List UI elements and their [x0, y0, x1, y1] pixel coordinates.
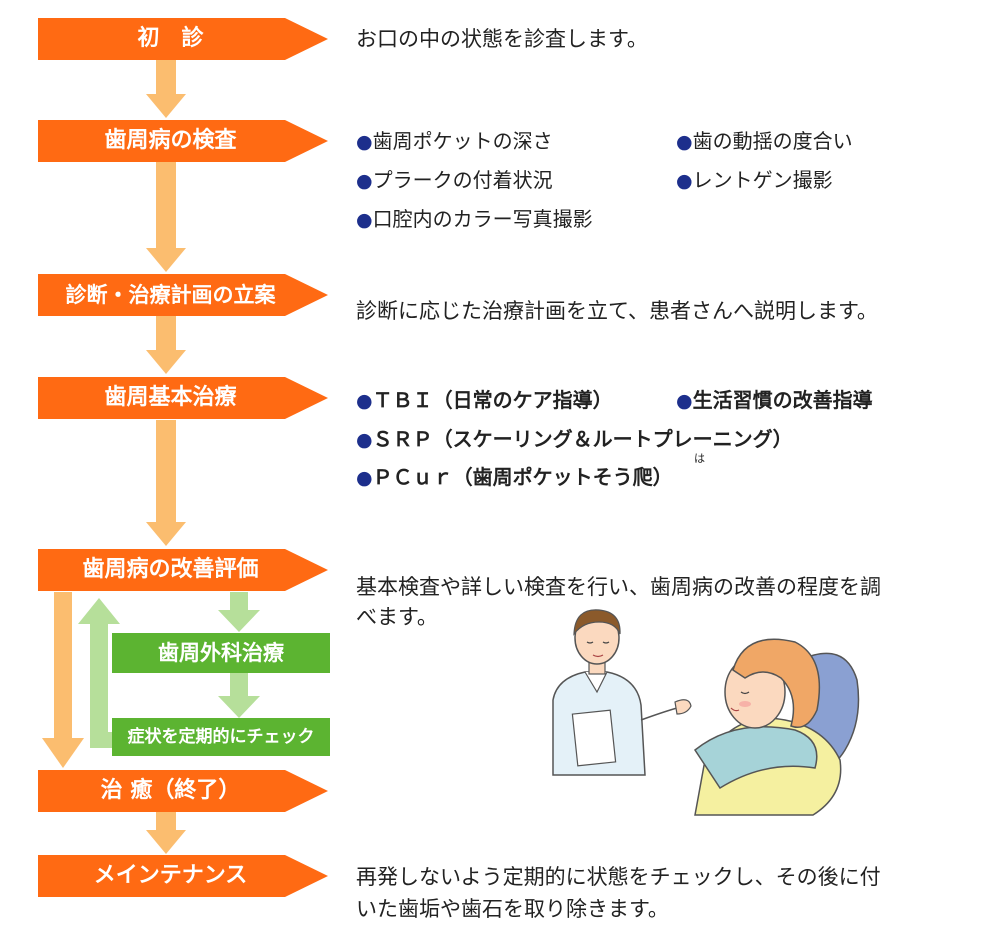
step-maintenance: メインテナンス — [38, 855, 328, 897]
checkup-label: 症状を定期的にチェック — [127, 727, 315, 747]
maintenance-description-line-2: いた歯垢や歯石を取り除きます。 — [356, 897, 669, 921]
bullet-dot: ● — [676, 170, 693, 192]
doctor-figure — [552, 609, 692, 776]
exam-item-4: ●レントゲン撮影 — [676, 165, 833, 196]
step-perio-exam: 歯周病の検査 — [38, 120, 328, 162]
arrow-down-3 — [146, 316, 186, 374]
exam-item-text: 歯周ポケットの深さ — [372, 129, 553, 153]
return-arrow-head — [78, 598, 120, 624]
exam-item-text: レントゲン撮影 — [692, 168, 833, 192]
patient-figure — [693, 638, 860, 816]
step-first-visit: 初 診 — [38, 18, 328, 60]
to-checkup-head — [218, 696, 260, 718]
exam-item-2: ●歯の動揺の度合い — [676, 126, 853, 157]
arrow-down-2 — [146, 162, 186, 272]
step-perio-exam-label: 歯周病の検査 — [104, 128, 237, 153]
bullet-dot: ● — [676, 390, 693, 412]
exam-item-3: ●プラークの付着状況 — [356, 165, 553, 196]
doctor-patient-illustration — [552, 609, 860, 816]
evaluation-description-line-1: 基本検査や詳しい検査を行い、歯周病の改善の程度を調 — [356, 575, 881, 599]
step-cure: 治 癒（終了） — [38, 770, 328, 812]
bullet-dot: ● — [356, 131, 373, 153]
maintenance-description-line-1: 再発しないよう定期的に状態をチェックし、その後に付 — [356, 865, 881, 889]
basic-item-4: ●ＰＣｕｒ（歯周ポケットそう爬） — [356, 462, 673, 493]
return-arrow-shaft — [90, 622, 108, 748]
ruby-ha: は — [694, 452, 705, 465]
basic-item-2: ●生活習慣の改善指導 — [676, 385, 873, 416]
exam-item-5: ●口腔内のカラー写真撮影 — [356, 204, 593, 235]
step-diagnosis-label: 診断・治療計画の立案 — [65, 283, 276, 307]
return-arrow-foot — [90, 732, 114, 748]
exam-item-text: プラークの付着状況 — [372, 168, 553, 192]
exam-item-1: ●歯周ポケットの深さ — [356, 126, 553, 157]
checkup-box: 症状を定期的にチェック — [112, 718, 330, 756]
step-maintenance-label: メインテナンス — [93, 863, 248, 888]
surgery-label: 歯周外科治療 — [158, 641, 284, 665]
basic-item-text: 生活習慣の改善指導 — [692, 388, 873, 412]
exam-item-text: 口腔内のカラー写真撮影 — [372, 207, 593, 231]
bullet-dot: ● — [356, 390, 373, 412]
step-basic-treatment-label: 歯周基本治療 — [104, 385, 237, 410]
exam-item-text: 歯の動揺の度合い — [692, 129, 853, 153]
basic-item-1: ●ＴＢＩ（日常のケア指導） — [356, 385, 613, 416]
basic-item-3: ●ＳＲＰ（スケーリング＆ルートプレーニング） — [356, 424, 793, 455]
bullet-dot: ● — [356, 429, 373, 451]
step-cure-label: 治 癒（終了） — [100, 778, 241, 803]
to-surgery-head — [218, 610, 260, 632]
to-checkup-shaft — [230, 672, 248, 698]
step-first-visit-label: 初 診 — [137, 26, 204, 51]
arrow-down-4 — [146, 420, 186, 546]
step-basic-treatment: 歯周基本治療 — [38, 377, 328, 419]
basic-item-text: ＴＢＩ（日常のケア指導） — [372, 388, 613, 412]
bullet-dot: ● — [356, 467, 373, 489]
to-surgery-shaft — [230, 592, 248, 612]
arrow-down-1 — [146, 60, 186, 118]
step-evaluation: 歯周病の改善評価 — [38, 549, 328, 591]
surgery-box: 歯周外科治療 — [112, 633, 330, 673]
bullet-dot: ● — [676, 131, 693, 153]
arrow-down-5 — [146, 812, 186, 854]
step-diagnosis: 診断・治療計画の立案 — [38, 274, 328, 316]
first-visit-description: お口の中の状態を診査します。 — [356, 27, 648, 51]
arrow-to-cure-head — [42, 738, 84, 768]
basic-item-text: ＳＲＰ（スケーリング＆ルートプレーニング） — [372, 427, 793, 451]
bullet-dot: ● — [356, 209, 373, 231]
evaluation-description-line-2: べます。 — [356, 605, 438, 629]
bullet-dot: ● — [356, 170, 373, 192]
arrow-to-cure-shaft — [54, 592, 72, 740]
step-evaluation-label: 歯周病の改善評価 — [82, 557, 259, 582]
diagnosis-description: 診断に応じた治療計画を立て、患者さんへ説明します。 — [356, 299, 878, 323]
basic-item-text: ＰＣｕｒ（歯周ポケットそう爬） — [372, 465, 673, 489]
